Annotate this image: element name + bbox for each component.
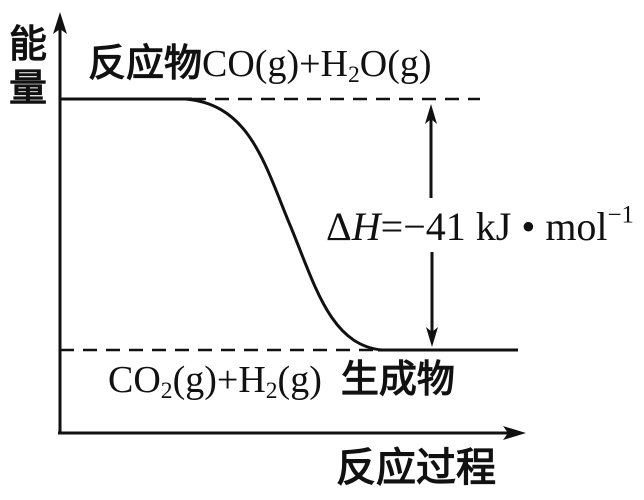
product-formula: CO2(g)+H2(g): [108, 359, 322, 404]
y-axis-label-char-1: 能: [8, 22, 47, 66]
y-axis-label-char-2: 量: [8, 66, 47, 110]
arrow-down-icon: [426, 327, 438, 347]
reactant-formula: CO(g)+H2O(g): [202, 43, 432, 88]
equals-sign: =: [380, 204, 404, 249]
reactant-name: 反应物: [88, 41, 203, 85]
y-axis-arrow-icon: [53, 12, 67, 34]
x-axis-arrow-icon: [503, 426, 526, 440]
product-formula-subscript: 2: [160, 377, 173, 404]
y-axis-label: 能 量: [6, 22, 50, 110]
reactant-formula-part: O(g): [359, 43, 432, 85]
delta-h-label: ΔH=−41 kJ • mol−1: [326, 203, 634, 249]
product-formula-part: CO: [108, 359, 161, 401]
reactant-label: 反应物CO(g)+H2O(g): [88, 41, 432, 88]
delta-h-value: −41: [403, 204, 466, 249]
enthalpy-symbol: H: [351, 204, 381, 249]
delta-symbol: Δ: [326, 204, 352, 249]
product-name: 生成物: [340, 357, 455, 401]
energy-curve: [184, 97, 383, 352]
y-axis: [53, 12, 67, 434]
product-formula-subscript: 2: [265, 377, 278, 404]
product-formula-part: (g)+H: [172, 359, 266, 401]
delta-h-unit-exponent: −1: [607, 201, 634, 229]
delta-h-unit: kJ • mol: [465, 204, 608, 249]
product-label: CO2(g)+H2(g) 生成物: [108, 357, 455, 404]
arrow-up-icon: [425, 104, 437, 124]
x-axis-label: 反应过程: [336, 445, 496, 491]
reactant-formula-subscript: 2: [348, 61, 360, 88]
x-axis: [58, 426, 526, 440]
delta-h-arrow: [425, 104, 438, 347]
reactant-formula-part: CO(g)+H: [202, 43, 348, 85]
product-formula-part: (g): [277, 359, 322, 401]
